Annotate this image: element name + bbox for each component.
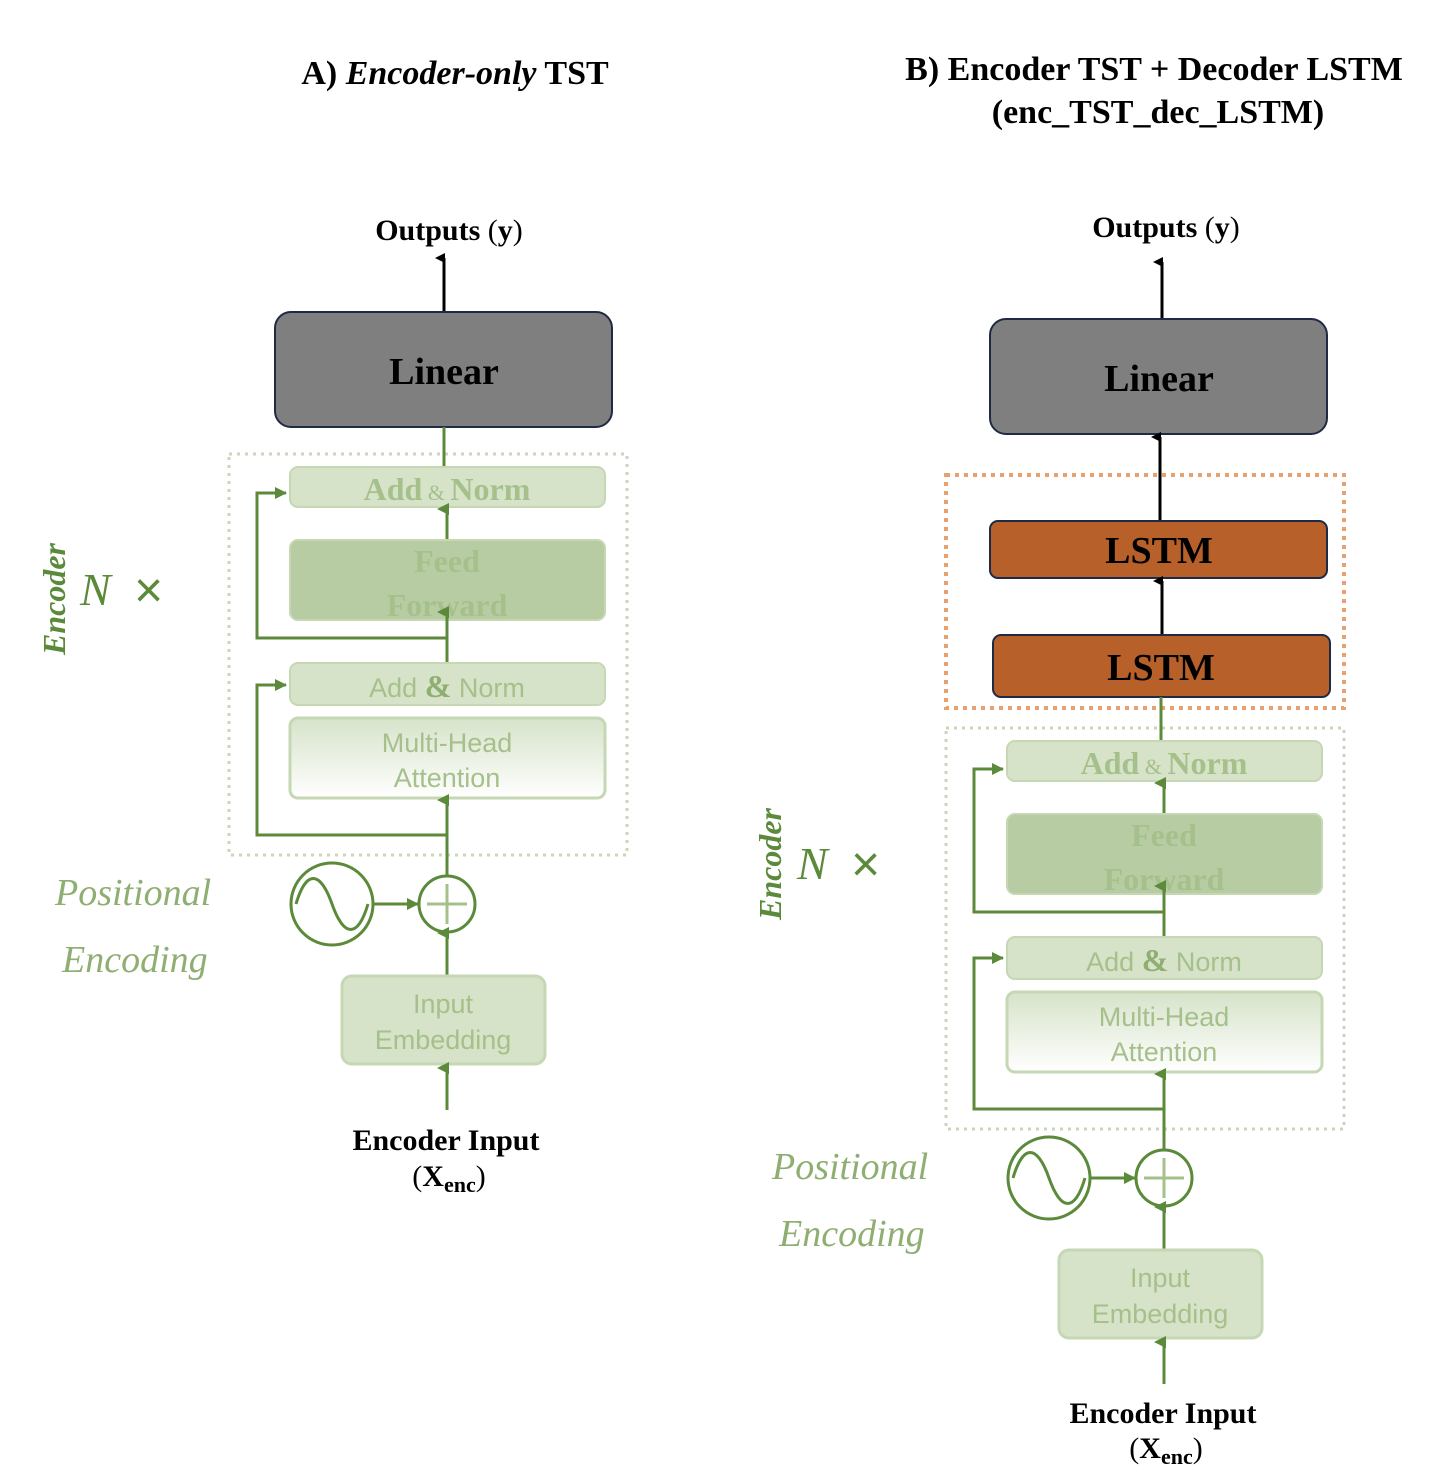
- panel-b-add-norm-top-label: Add & Norm: [1081, 745, 1248, 781]
- panel-b-ff-residual: [972, 763, 1164, 914]
- panel-a-encoder-input-label: Encoder Input: [352, 1124, 539, 1157]
- panel-b-lstm-bottom-label: LSTM: [1107, 647, 1215, 689]
- panel-a-mha-line1: Multi-Head: [382, 728, 513, 758]
- panel-b-linear-label: Linear: [1104, 358, 1214, 400]
- panel-a-positional-line2: Encoding: [61, 939, 208, 981]
- panel-a-add-norm-bottom-box: [289, 662, 606, 706]
- panel-a-feed-forward-line1: Feed: [414, 543, 480, 579]
- panel-a: A) Encoder-only TST Outputs (y) Linear A…: [36, 55, 629, 1197]
- panel-a-nx-times: ×: [134, 562, 163, 618]
- panel-b-mha-line1: Multi-Head: [1099, 1002, 1230, 1032]
- panel-a-add-norm-bottom-label: Add & Norm: [369, 668, 525, 704]
- panel-b-mha-line2: Attention: [1111, 1037, 1218, 1067]
- panel-b-title-line2: (enc_TST_dec_LSTM): [992, 94, 1324, 131]
- panel-b-outputs-label: Outputs (y): [1092, 211, 1240, 244]
- panel-b-positional-line1: Positional: [771, 1146, 928, 1188]
- panel-b-encoder-input-label: Encoder Input: [1069, 1397, 1256, 1430]
- panel-a-encoder-label: Encoder: [36, 542, 72, 656]
- panel-b-lstm-top-label: LSTM: [1105, 530, 1213, 572]
- panel-a-input-embedding-line1: Input: [413, 989, 474, 1019]
- panel-b-add-norm-bottom-box: [1006, 936, 1323, 980]
- panel-a-title: A) Encoder-only TST: [301, 55, 609, 92]
- panel-b-input-embedding-line1: Input: [1130, 1263, 1191, 1293]
- panel-a-outputs-label: Outputs (y): [375, 214, 523, 247]
- panel-a-add-norm-top-label: Add & Norm: [364, 471, 531, 507]
- panel-a-mha-line2: Attention: [394, 763, 501, 793]
- panel-b-nx-n: N: [796, 838, 830, 889]
- panel-a-linear-label: Linear: [389, 351, 499, 393]
- panel-a-nx-n: N: [79, 564, 113, 615]
- panel-a-positional-line1: Positional: [54, 872, 211, 914]
- panel-a-encoder-input-var: (Xenc): [412, 1160, 485, 1197]
- panel-b-nx-times: ×: [851, 836, 880, 892]
- panel-b-input-embedding-line2: Embedding: [1092, 1299, 1229, 1329]
- panel-b-sine-curve: [1011, 1151, 1087, 1205]
- panel-b-lstm-frame: [944, 473, 1346, 710]
- panel-b-mha-residual: [972, 952, 1164, 1111]
- panel-a-mha-residual: [255, 679, 447, 837]
- panel-b-add-norm-bottom-label: Add & Norm: [1086, 942, 1242, 978]
- panel-b-feed-forward-line1: Feed: [1131, 817, 1197, 853]
- panel-b: B) Encoder TST + Decoder LSTM (enc_TST_d…: [752, 51, 1403, 1469]
- panel-a-sine-curve: [294, 877, 370, 931]
- panel-a-input-embedding-line2: Embedding: [375, 1025, 512, 1055]
- panel-b-encoder-input-var: (Xenc): [1129, 1432, 1202, 1469]
- panel-a-ff-residual: [255, 487, 447, 640]
- panel-b-positional-line2: Encoding: [778, 1213, 925, 1255]
- panel-b-encoder-label: Encoder: [752, 807, 788, 921]
- panel-b-title-line1: B) Encoder TST + Decoder LSTM: [905, 51, 1403, 88]
